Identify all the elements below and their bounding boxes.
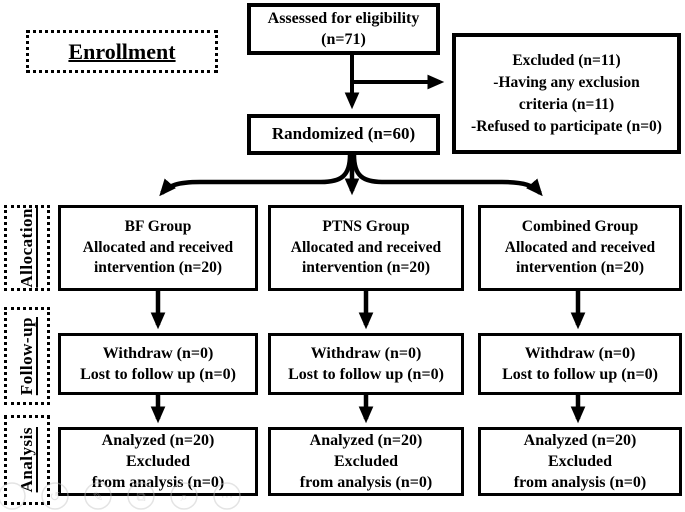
followup-label: Follow-up bbox=[16, 316, 36, 396]
bf-analysis-line3: from analysis (n=0) bbox=[91, 474, 225, 492]
excluded-line-3: criteria (n=11) bbox=[518, 95, 615, 113]
assessed-line-1: Assessed for eligibility bbox=[267, 9, 420, 27]
ptns-group-allocation-box: PTNS Group Allocated and received interv… bbox=[268, 205, 464, 291]
ptns-analysis-line3: from analysis (n=0) bbox=[299, 474, 433, 492]
ptns-analysis-line2: Excluded bbox=[333, 452, 398, 470]
excluded-line-1: Excluded (n=11) bbox=[512, 51, 621, 69]
combined-analysis-line2: Excluded bbox=[547, 452, 612, 470]
combined-analysis-line3: from analysis (n=0) bbox=[513, 474, 647, 492]
randomized-box: Randomized (n=60) bbox=[247, 114, 440, 155]
ptns-group-analysis-box: Analyzed (n=20) Excluded from analysis (… bbox=[268, 427, 464, 496]
ptns-followup-line2: Lost to follow up (n=0) bbox=[288, 366, 444, 383]
enrollment-label: Enrollment bbox=[68, 38, 176, 64]
assessed-line-2: (n=71) bbox=[321, 31, 366, 48]
combined-group-alloc-line2: Allocated and received bbox=[504, 238, 656, 256]
bf-followup-line1: Withdraw (n=0) bbox=[102, 344, 214, 362]
ptns-group-alloc-line2: Allocated and received bbox=[290, 238, 442, 256]
combined-group-followup-box: Withdraw (n=0) Lost to follow up (n=0) bbox=[478, 333, 682, 395]
bf-followup-line2: Lost to follow up (n=0) bbox=[80, 366, 236, 383]
allocation-label: Allocation bbox=[16, 208, 36, 288]
enrollment-label-box: Enrollment bbox=[26, 30, 218, 73]
combined-group-allocation-box: Combined Group Allocated and received in… bbox=[478, 205, 682, 291]
combined-group-analysis-box: Analyzed (n=20) Excluded from analysis (… bbox=[478, 427, 682, 496]
ptns-group-alloc-line3: intervention (n=20) bbox=[301, 259, 431, 277]
bf-group-analysis-box: Analyzed (n=20) Excluded from analysis (… bbox=[58, 427, 258, 496]
bf-analysis-line2: Excluded bbox=[125, 452, 190, 470]
combined-followup-line1: Withdraw (n=0) bbox=[524, 344, 636, 362]
assessed-box: Assessed for eligibility (n=71) bbox=[247, 3, 440, 55]
stage-label-followup: Follow-up bbox=[4, 307, 50, 405]
bf-group-alloc-line2: Allocated and received bbox=[82, 238, 234, 256]
arrow-split-left bbox=[159, 154, 353, 197]
combined-group-name: Combined Group bbox=[521, 218, 639, 236]
bf-analysis-line1: Analyzed (n=20) bbox=[101, 431, 215, 449]
analysis-label: Analysis bbox=[16, 427, 36, 493]
ptns-group-followup-box: Withdraw (n=0) Lost to follow up (n=0) bbox=[268, 333, 464, 395]
ptns-followup-line1: Withdraw (n=0) bbox=[310, 344, 422, 362]
ptns-analysis-line1: Analyzed (n=20) bbox=[309, 431, 423, 449]
bf-group-followup-box: Withdraw (n=0) Lost to follow up (n=0) bbox=[58, 333, 258, 395]
stage-label-analysis: Analysis bbox=[4, 415, 50, 505]
combined-analysis-line1: Analyzed (n=20) bbox=[523, 431, 637, 449]
excluded-box: Excluded (n=11) -Having any exclusion cr… bbox=[452, 33, 681, 154]
combined-group-alloc-line3: intervention (n=20) bbox=[515, 259, 645, 277]
combined-followup-line2: Lost to follow up (n=0) bbox=[502, 366, 658, 383]
bf-group-alloc-line3: intervention (n=20) bbox=[93, 259, 223, 277]
arrow-split-right bbox=[351, 154, 543, 197]
excluded-line-2: -Having any exclusion bbox=[493, 73, 640, 91]
stage-label-allocation: Allocation bbox=[4, 205, 50, 291]
bf-group-name: BF Group bbox=[124, 218, 192, 236]
ptns-group-name: PTNS Group bbox=[322, 218, 410, 236]
excluded-line-4: -Refused to participate (n=0) bbox=[471, 117, 662, 135]
bf-group-allocation-box: BF Group Allocated and received interven… bbox=[58, 205, 258, 291]
randomized-label: Randomized (n=60) bbox=[271, 124, 416, 144]
